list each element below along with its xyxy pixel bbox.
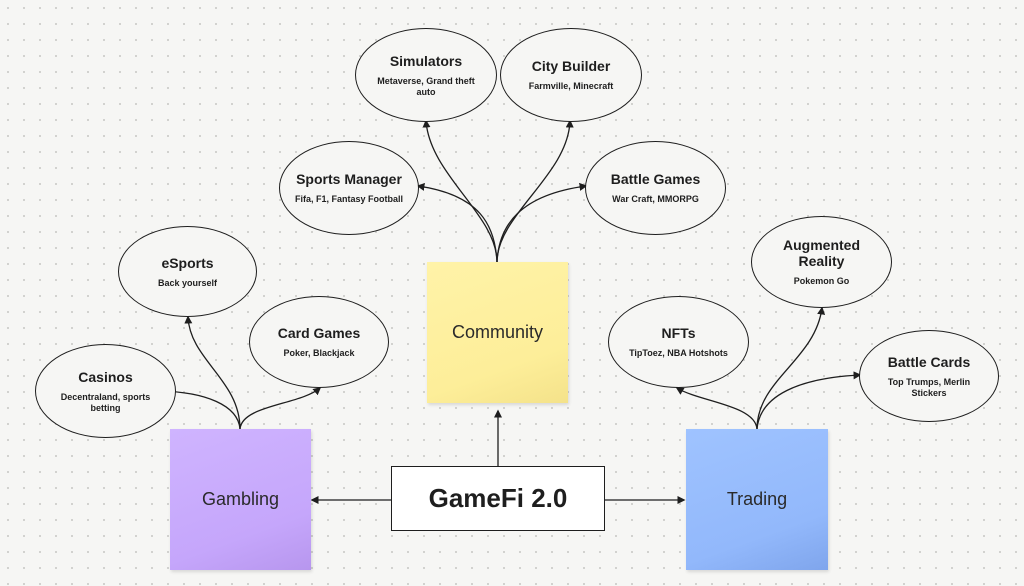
edge-trading-battle-cards (756, 371, 862, 430)
node-title: eSports (161, 254, 214, 271)
hub-label: Trading (726, 489, 788, 509)
hub-trading[interactable]: Trading (686, 429, 828, 570)
node-examples: Metaverse, Grand theft auto (377, 75, 475, 97)
node-title: NFTs (661, 325, 696, 341)
node-augmented-reality[interactable]: Augmented Reality Pokemon Go (751, 216, 892, 308)
center-label: GameFi 2.0 (428, 483, 568, 513)
edge-community-battle-games (496, 182, 588, 263)
edge-trading-nfts (675, 387, 758, 430)
node-title: Simulators (389, 52, 463, 69)
node-examples: Decentraland, sports betting (60, 391, 151, 413)
node-esports[interactable]: eSports Back yourself (118, 226, 257, 317)
node-examples: War Craft, MMORPG (612, 194, 699, 204)
node-simulators[interactable]: Simulators Metaverse, Grand theft auto (355, 28, 497, 122)
node-title: Augmented Reality (783, 237, 860, 269)
node-title: Battle Cards (887, 353, 971, 370)
node-examples: Back yourself (157, 277, 218, 288)
node-title: Card Games (277, 325, 361, 341)
node-examples: Top Trumps, Merlin Stickers (887, 376, 971, 398)
edge-gambling-esports (184, 315, 241, 430)
node-city-builder[interactable]: City Builder Farmville, Minecraft (500, 28, 642, 122)
hub-label: Gambling (201, 489, 280, 509)
node-casinos[interactable]: Casinos Decentraland, sports betting (35, 344, 176, 438)
edge-trading-augmented-reality (756, 306, 826, 430)
node-examples: Poker, Blackjack (283, 348, 355, 358)
hub-community[interactable]: Community (427, 262, 568, 403)
node-examples: Pokemon Go (793, 276, 850, 286)
center-node[interactable]: GameFi 2.0 (391, 466, 605, 531)
edge-community-sports-manager (416, 182, 498, 263)
node-examples: Fifa, F1, Fantasy Football (294, 194, 403, 204)
node-nfts[interactable]: NFTs TipToez, NBA Hotshots (608, 296, 749, 388)
edge-community-simulators (422, 119, 498, 263)
edge-gambling-card-games (239, 387, 322, 430)
node-title: City Builder (531, 58, 611, 74)
hub-label: Community (451, 322, 544, 342)
node-title: Battle Games (610, 171, 701, 187)
node-card-games[interactable]: Card Games Poker, Blackjack (249, 296, 389, 388)
node-battle-games[interactable]: Battle Games War Craft, MMORPG (585, 141, 726, 235)
node-title: Sports Manager (296, 171, 402, 187)
node-title: Casinos (78, 368, 133, 385)
node-examples: Farmville, Minecraft (528, 81, 614, 91)
node-battle-cards[interactable]: Battle Cards Top Trumps, Merlin Stickers (859, 330, 999, 422)
node-examples: TipToez, NBA Hotshots (629, 348, 728, 358)
hub-gambling[interactable]: Gambling (170, 429, 311, 570)
node-sports-manager[interactable]: Sports Manager Fifa, F1, Fantasy Footbal… (279, 141, 419, 235)
